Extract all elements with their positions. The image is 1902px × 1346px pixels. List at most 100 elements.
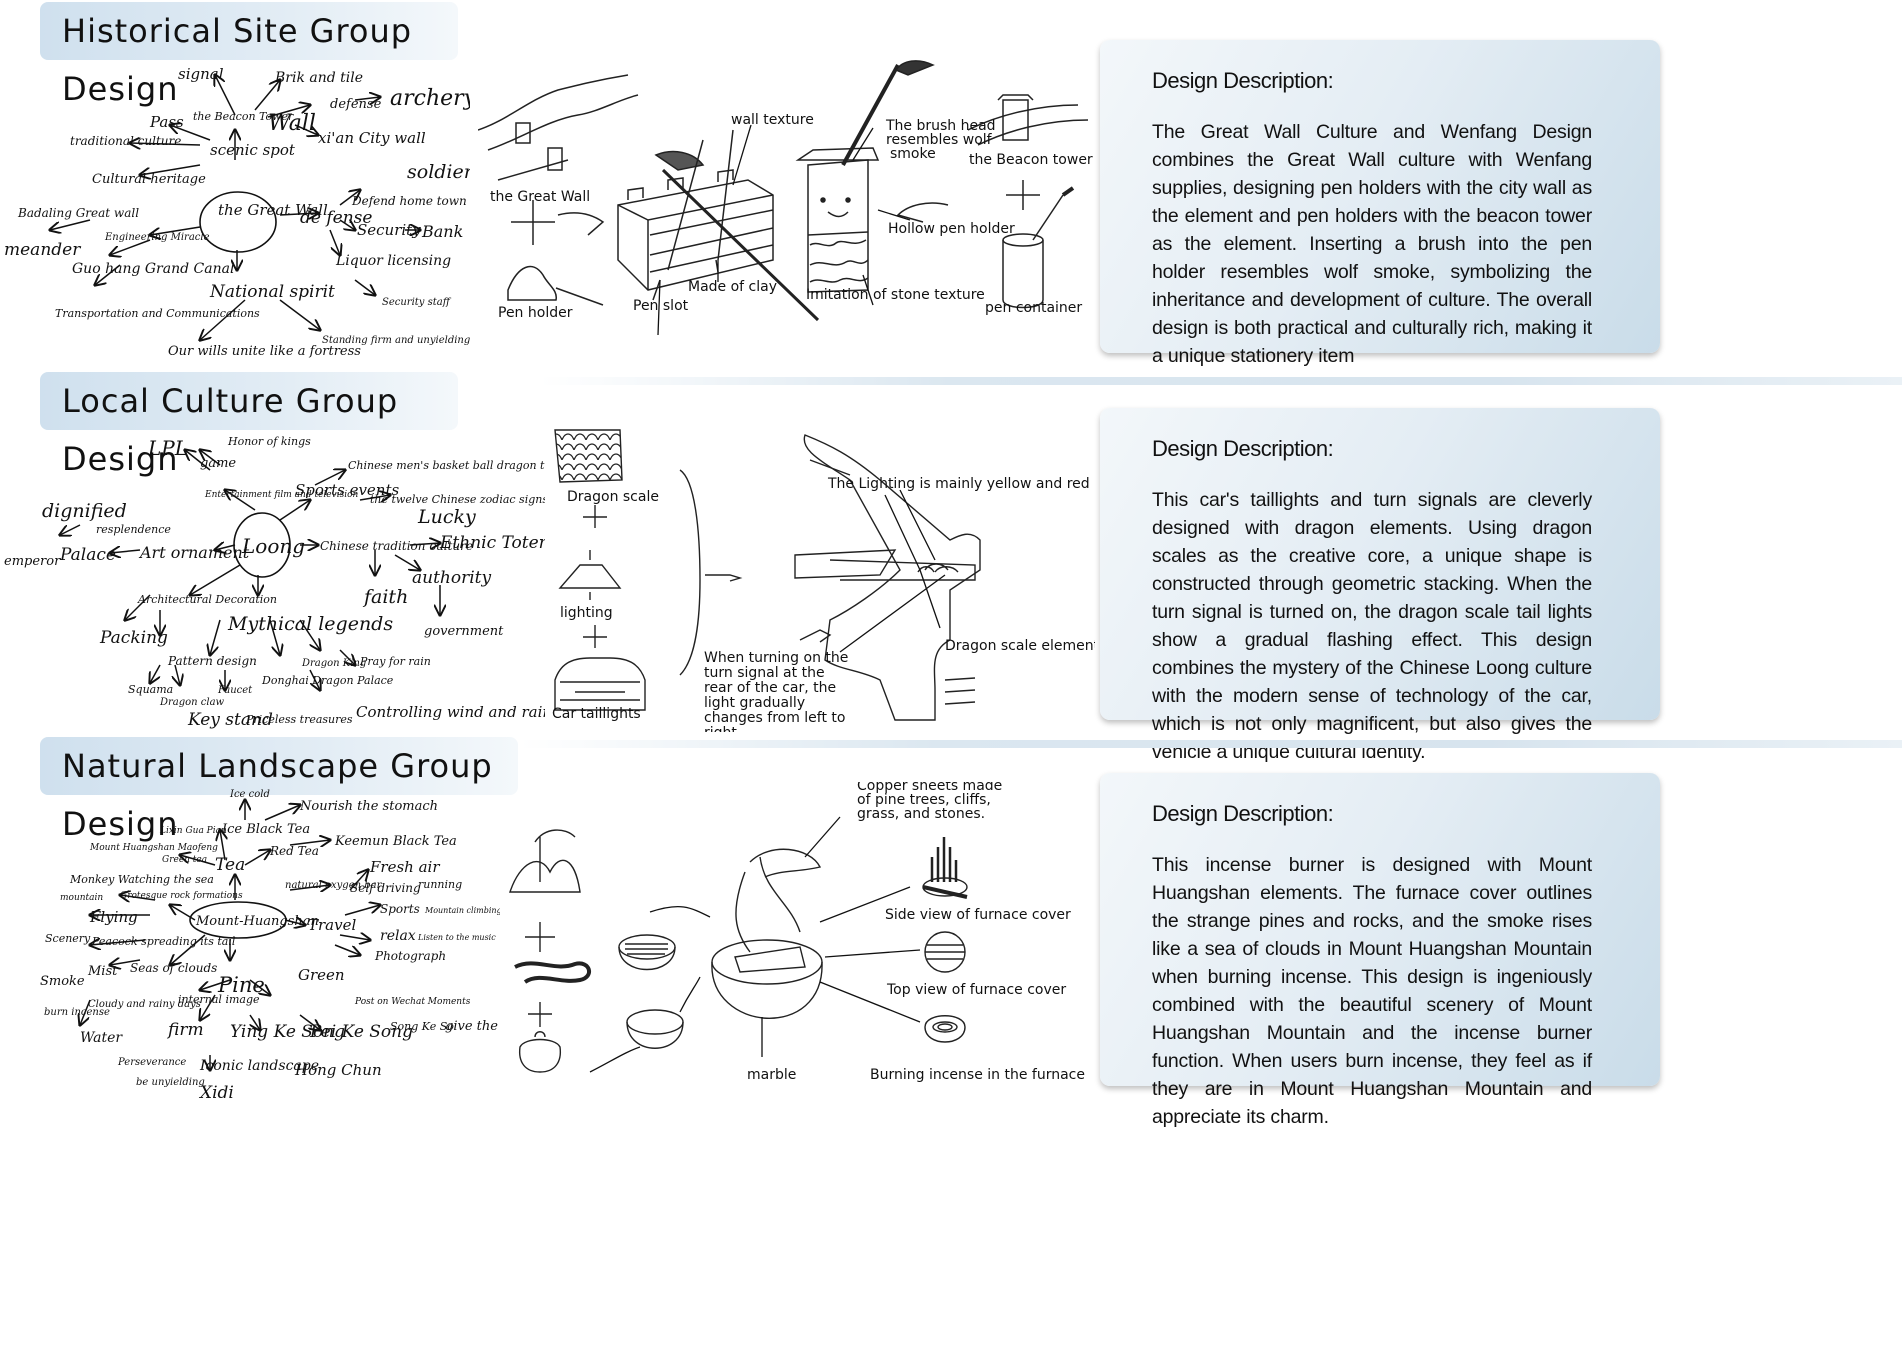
mindmap-node: Ice Black Tea <box>221 822 310 837</box>
mindmap-node: Chinese men's basket ball dragon team <box>348 459 545 472</box>
mindmap-node: Pei Ke Song <box>309 1022 413 1042</box>
sketch-label: the Great Wall <box>490 189 590 205</box>
mindmap-node: National spirit <box>209 282 335 302</box>
sketch-label: pen container <box>985 300 1082 316</box>
sketch-label: the Beacon tower <box>969 152 1093 168</box>
mindmap-node: Scenery <box>45 932 91 945</box>
mindmap-node: dignified <box>42 500 127 522</box>
sketch-label: Made of clay <box>688 279 777 295</box>
mindmap-node: Lucky <box>417 506 476 528</box>
description-text: This car's taillights and turn signals a… <box>1152 489 1592 763</box>
mindmap-node: Nourish the stomach <box>299 799 438 814</box>
description-heading: Design Description: <box>1152 68 1334 93</box>
mindmap-node: mountain <box>60 893 103 903</box>
mindmap-node: Smoke <box>40 974 85 989</box>
sketch-label: wall texture <box>731 112 814 128</box>
mindmap-node: authority <box>412 568 491 588</box>
sketch-label: lighting <box>560 605 613 621</box>
mindmap-node: emperor <box>4 554 61 569</box>
mindmap-node: defense <box>330 97 382 112</box>
mindmap-node: Standing firm and unyielding <box>322 335 470 346</box>
description-text: This incense burner is designed with Mou… <box>1152 854 1592 1128</box>
mindmap-node: Sports <box>380 902 420 916</box>
mindmap-node: relax <box>380 928 416 944</box>
mindmap-node: de fense <box>300 208 372 228</box>
mindmap-node: Controlling wind and rain <box>356 703 545 721</box>
mindmap-node: Engineering Miracle <box>104 232 210 243</box>
mindmap-node: Packing <box>99 628 168 648</box>
mindmap-node: Art ornament <box>138 543 250 562</box>
mindmap-node: Dragon King <box>301 658 366 669</box>
section-title-natural: Natural Landscape Group Design <box>40 737 518 843</box>
mindmap-node: Green tea <box>162 855 207 865</box>
description-heading: Design Description: <box>1152 436 1334 461</box>
mindmap-node-center: Loong <box>241 534 305 558</box>
mindmap-node: Liquor licensing <box>335 253 451 269</box>
mindmap-node: Our wills unite like a fortress <box>168 344 361 359</box>
mindmap-node: Entertainment film and television <box>204 490 358 500</box>
sketch-label: Side view of furnace cover <box>885 907 1071 923</box>
mindmap-node: meander <box>4 240 81 260</box>
mindmap-node: Mythical legends <box>227 613 393 635</box>
sketch-label: Pen holder <box>498 305 573 321</box>
mindmap-node: Honor of kings <box>227 435 311 448</box>
mindmap-node: Cloudy and rainy days <box>88 999 201 1010</box>
sketch-label: Top view of furnace cover <box>886 982 1066 998</box>
mindmap-node: Mist <box>87 964 118 979</box>
mindmap-node: archery <box>390 86 470 111</box>
mindmap-node: game <box>200 456 236 471</box>
mindmap-node: scenic spot <box>210 141 296 159</box>
sketch-label: Dragon scale <box>567 489 659 505</box>
mindmap-node: Ice cold <box>229 789 270 800</box>
mindmap-node: Dragon claw <box>159 697 225 708</box>
mindmap-node: Grotesque rock formations <box>120 891 243 901</box>
mindmap-node: Hong Chun <box>294 1061 382 1079</box>
mindmap-node: Cultural heritage <box>92 172 206 187</box>
mindmap-node: Ying Ke Song <box>230 1022 345 1042</box>
mindmap-node: internal image <box>178 993 260 1006</box>
mindmap-node: xi'an City wall <box>318 129 426 147</box>
mindmap-great-wall: the Great Wall signal Brik and tile the … <box>4 65 470 359</box>
mindmap-node: traditional culture <box>70 134 181 148</box>
sketch-label: Hollow pen holder <box>888 221 1015 237</box>
mindmap-node: Donghai Dragon Palace <box>261 674 394 687</box>
mindmap-node: Squama <box>128 683 173 696</box>
mindmap-node: burn incense <box>44 1007 110 1018</box>
description-heading: Design Description: <box>1152 801 1334 826</box>
mindmap-node: Photograph <box>374 949 446 963</box>
sketch-label: Dragon scale element <box>945 638 1095 654</box>
mindmap-node: Song Ke So <box>390 1020 454 1033</box>
mindmap-node: Ethnic Totem <box>439 533 545 553</box>
mindmap-node: Fresh air <box>369 858 440 876</box>
section-title-historical: Historical Site Group Design <box>40 2 458 108</box>
mindmap-node: Listen to the music <box>417 933 496 942</box>
sketch-label: The Lighting is mainly yellow and red <box>827 476 1090 492</box>
mindmap-node: the twelve Chinese zodiac signs <box>370 493 545 506</box>
mindmap-node: Sports events <box>295 481 399 499</box>
mindmap-node: Pine <box>217 973 265 997</box>
sketch-label: Burning incense in the furnace <box>870 1067 1085 1083</box>
mindmap-node: Chinese tradition culture <box>320 539 473 553</box>
mindmap-node: Security <box>357 221 421 239</box>
mindmap-node: Guo hang Grand Canal <box>72 261 234 277</box>
mindmap-node: Brik and tile <box>274 70 363 86</box>
mindmap-node: government <box>424 624 504 639</box>
mindmap-node: Green <box>298 966 345 984</box>
mindmap-node: Bank <box>421 222 463 241</box>
description-card-natural: Design Description: This incense burner … <box>1100 773 1660 1128</box>
mindmap-node: Seas of clouds <box>130 961 217 975</box>
mindmap-node: Mount Huangshan Maofeng <box>89 843 218 853</box>
mindmap-node: Red Tea <box>269 844 319 858</box>
section-divider <box>520 740 1902 748</box>
sketch-label: Car taillights <box>552 706 641 722</box>
mindmap-node: Mountain climbing <box>424 906 500 915</box>
mindmap-node: Self driving <box>350 881 421 895</box>
mindmap-node: Perseverance <box>117 1057 186 1068</box>
sketch-label: Imitation of stone texture <box>806 287 985 303</box>
sketch-pen-holder: the Great Wall wall texture Pen holder P… <box>478 60 1093 336</box>
mindmap-node: Post on Wechat Moments <box>354 997 471 1007</box>
mindmap-node: firm <box>166 1020 204 1040</box>
mindmap-node: Transportation and Communications <box>55 307 260 320</box>
